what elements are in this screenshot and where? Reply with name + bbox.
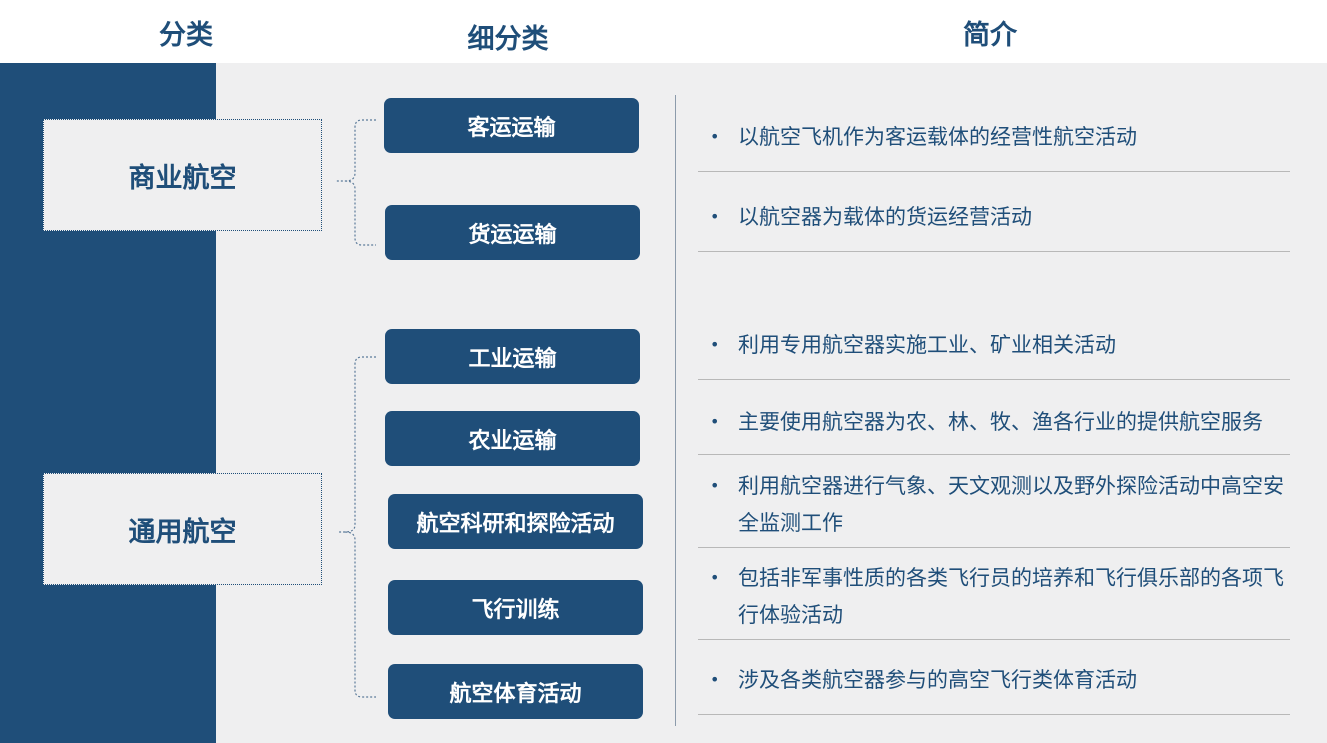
subcategory-research-exploration: 航空科研和探险活动 [388,494,643,549]
subcategory-aviation-sports: 航空体育活动 [388,664,643,719]
description-item: • 主要使用航空器为农、林、牧、渔各行业的提供航空服务 [698,404,1290,455]
subcategory-column-header: 细分类 [467,24,549,55]
bullet-icon: • [710,412,720,431]
description-text: 以航空飞机作为客运载体的经营性航空活动 [738,125,1137,149]
bullet-icon: • [710,568,720,587]
bracket-commercial [336,119,376,246]
description-column-header: 简介 [963,20,1017,51]
subcategory-passenger-transport: 客运运输 [384,98,639,153]
bullet-icon: • [710,207,720,226]
category-commercial-aviation: 商业航空 [43,119,322,231]
bullet-icon: • [710,476,720,495]
description-item: • 利用航空器进行气象、天文观测以及野外探险活动中高空安全监测工作 [698,468,1290,548]
subcategory-industrial-transport: 工业运输 [385,329,640,384]
category-column-header: 分类 [159,20,213,51]
bullet-icon: • [710,335,720,354]
subcategory-agricultural-transport: 农业运输 [385,411,640,466]
bullet-icon: • [710,127,720,146]
description-item: • 涉及各类航空器参与的高空飞行类体育活动 [698,662,1290,715]
description-item: • 以航空器为载体的货运经营活动 [698,199,1290,252]
description-text: 主要使用航空器为农、林、牧、渔各行业的提供航空服务 [738,410,1263,434]
column-divider [675,95,676,726]
description-item: • 包括非军事性质的各类飞行员的培养和飞行俱乐部的各项飞行体验活动 [698,560,1290,640]
description-text: 以航空器为载体的货运经营活动 [738,205,1032,229]
description-text: 利用专用航空器实施工业、矿业相关活动 [738,333,1116,357]
bullet-icon: • [710,670,720,689]
description-text: 包括非军事性质的各类飞行员的培养和飞行俱乐部的各项飞行体验活动 [738,566,1284,627]
bracket-general [338,356,376,698]
subcategory-cargo-transport: 货运运输 [385,205,640,260]
description-text: 利用航空器进行气象、天文观测以及野外探险活动中高空安全监测工作 [738,474,1284,535]
description-item: • 以航空飞机作为客运载体的经营性航空活动 [698,119,1290,172]
description-item: • 利用专用航空器实施工业、矿业相关活动 [698,327,1290,380]
description-text: 涉及各类航空器参与的高空飞行类体育活动 [738,668,1137,692]
category-general-aviation: 通用航空 [43,473,322,585]
subcategory-flight-training: 飞行训练 [388,580,643,635]
